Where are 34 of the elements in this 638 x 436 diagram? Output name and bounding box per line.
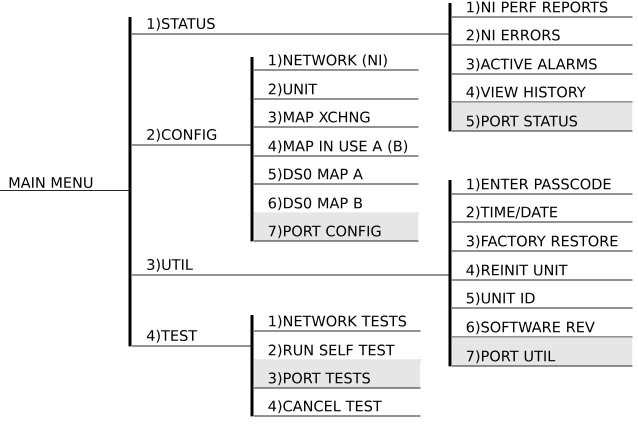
menu-item: 3)PORT TESTS bbox=[254, 359, 421, 388]
connector-line bbox=[93, 190, 129, 191]
menu-list bbox=[448, 178, 633, 366]
menu-item: 1)NETWORK TESTS bbox=[254, 315, 421, 332]
menu-item: 3)FACTORY RESTORE bbox=[452, 235, 633, 252]
connector-line bbox=[192, 274, 449, 276]
menu-item: 1)ENTER PASSCODE bbox=[452, 178, 633, 194]
menu-item: 2)UNIT bbox=[254, 83, 419, 100]
menu-item: 4)VIEW HISTORY bbox=[452, 86, 633, 102]
menu-item: 1)STATUS bbox=[132, 18, 216, 34]
menu-item: 1)NETWORK (NI) bbox=[254, 54, 419, 70]
menu-list bbox=[250, 54, 419, 242]
menu-item: 5)DS0 MAP A bbox=[254, 168, 419, 184]
menu-item: 1)NI PERF REPORTS bbox=[452, 1, 633, 18]
menu-item: 5)PORT STATUS bbox=[452, 102, 633, 132]
menu-item: 3)ACTIVE ALARMS bbox=[452, 58, 633, 74]
menu-list bbox=[448, 1, 633, 132]
menu-list bbox=[250, 315, 421, 416]
menu-item: 4)REINIT UNIT bbox=[452, 264, 633, 280]
menu-item: 3)MAP XCHNG bbox=[254, 111, 419, 128]
menu-title: MAIN MENU bbox=[0, 177, 94, 191]
menu-item: 7)PORT UTIL bbox=[452, 337, 633, 366]
menu-item: 3)UTIL bbox=[132, 258, 194, 276]
menu-item: 4)MAP IN USE A (B) bbox=[254, 140, 419, 156]
connector-line bbox=[217, 144, 251, 146]
menu-item: 2)NI ERRORS bbox=[452, 29, 633, 46]
menu-item: 2)CONFIG bbox=[132, 128, 218, 146]
menu-item: 6)SOFTWARE REV bbox=[452, 321, 633, 338]
menu-item: 4)CANCEL TEST bbox=[254, 400, 421, 416]
menu-item: 5)UNIT ID bbox=[452, 292, 633, 308]
menu-item: 7)PORT CONFIG bbox=[254, 212, 419, 242]
menu-list bbox=[128, 17, 218, 346]
menu-item: 4)TEST bbox=[132, 330, 198, 346]
menu-item: 2)TIME/DATE bbox=[452, 206, 633, 222]
